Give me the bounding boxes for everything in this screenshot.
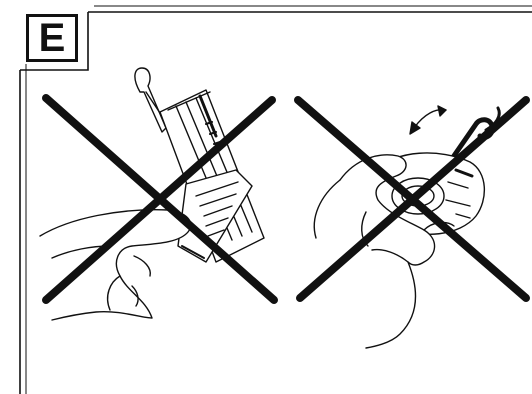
panel-label-box: E	[26, 14, 78, 62]
panel-label: E	[39, 18, 66, 58]
